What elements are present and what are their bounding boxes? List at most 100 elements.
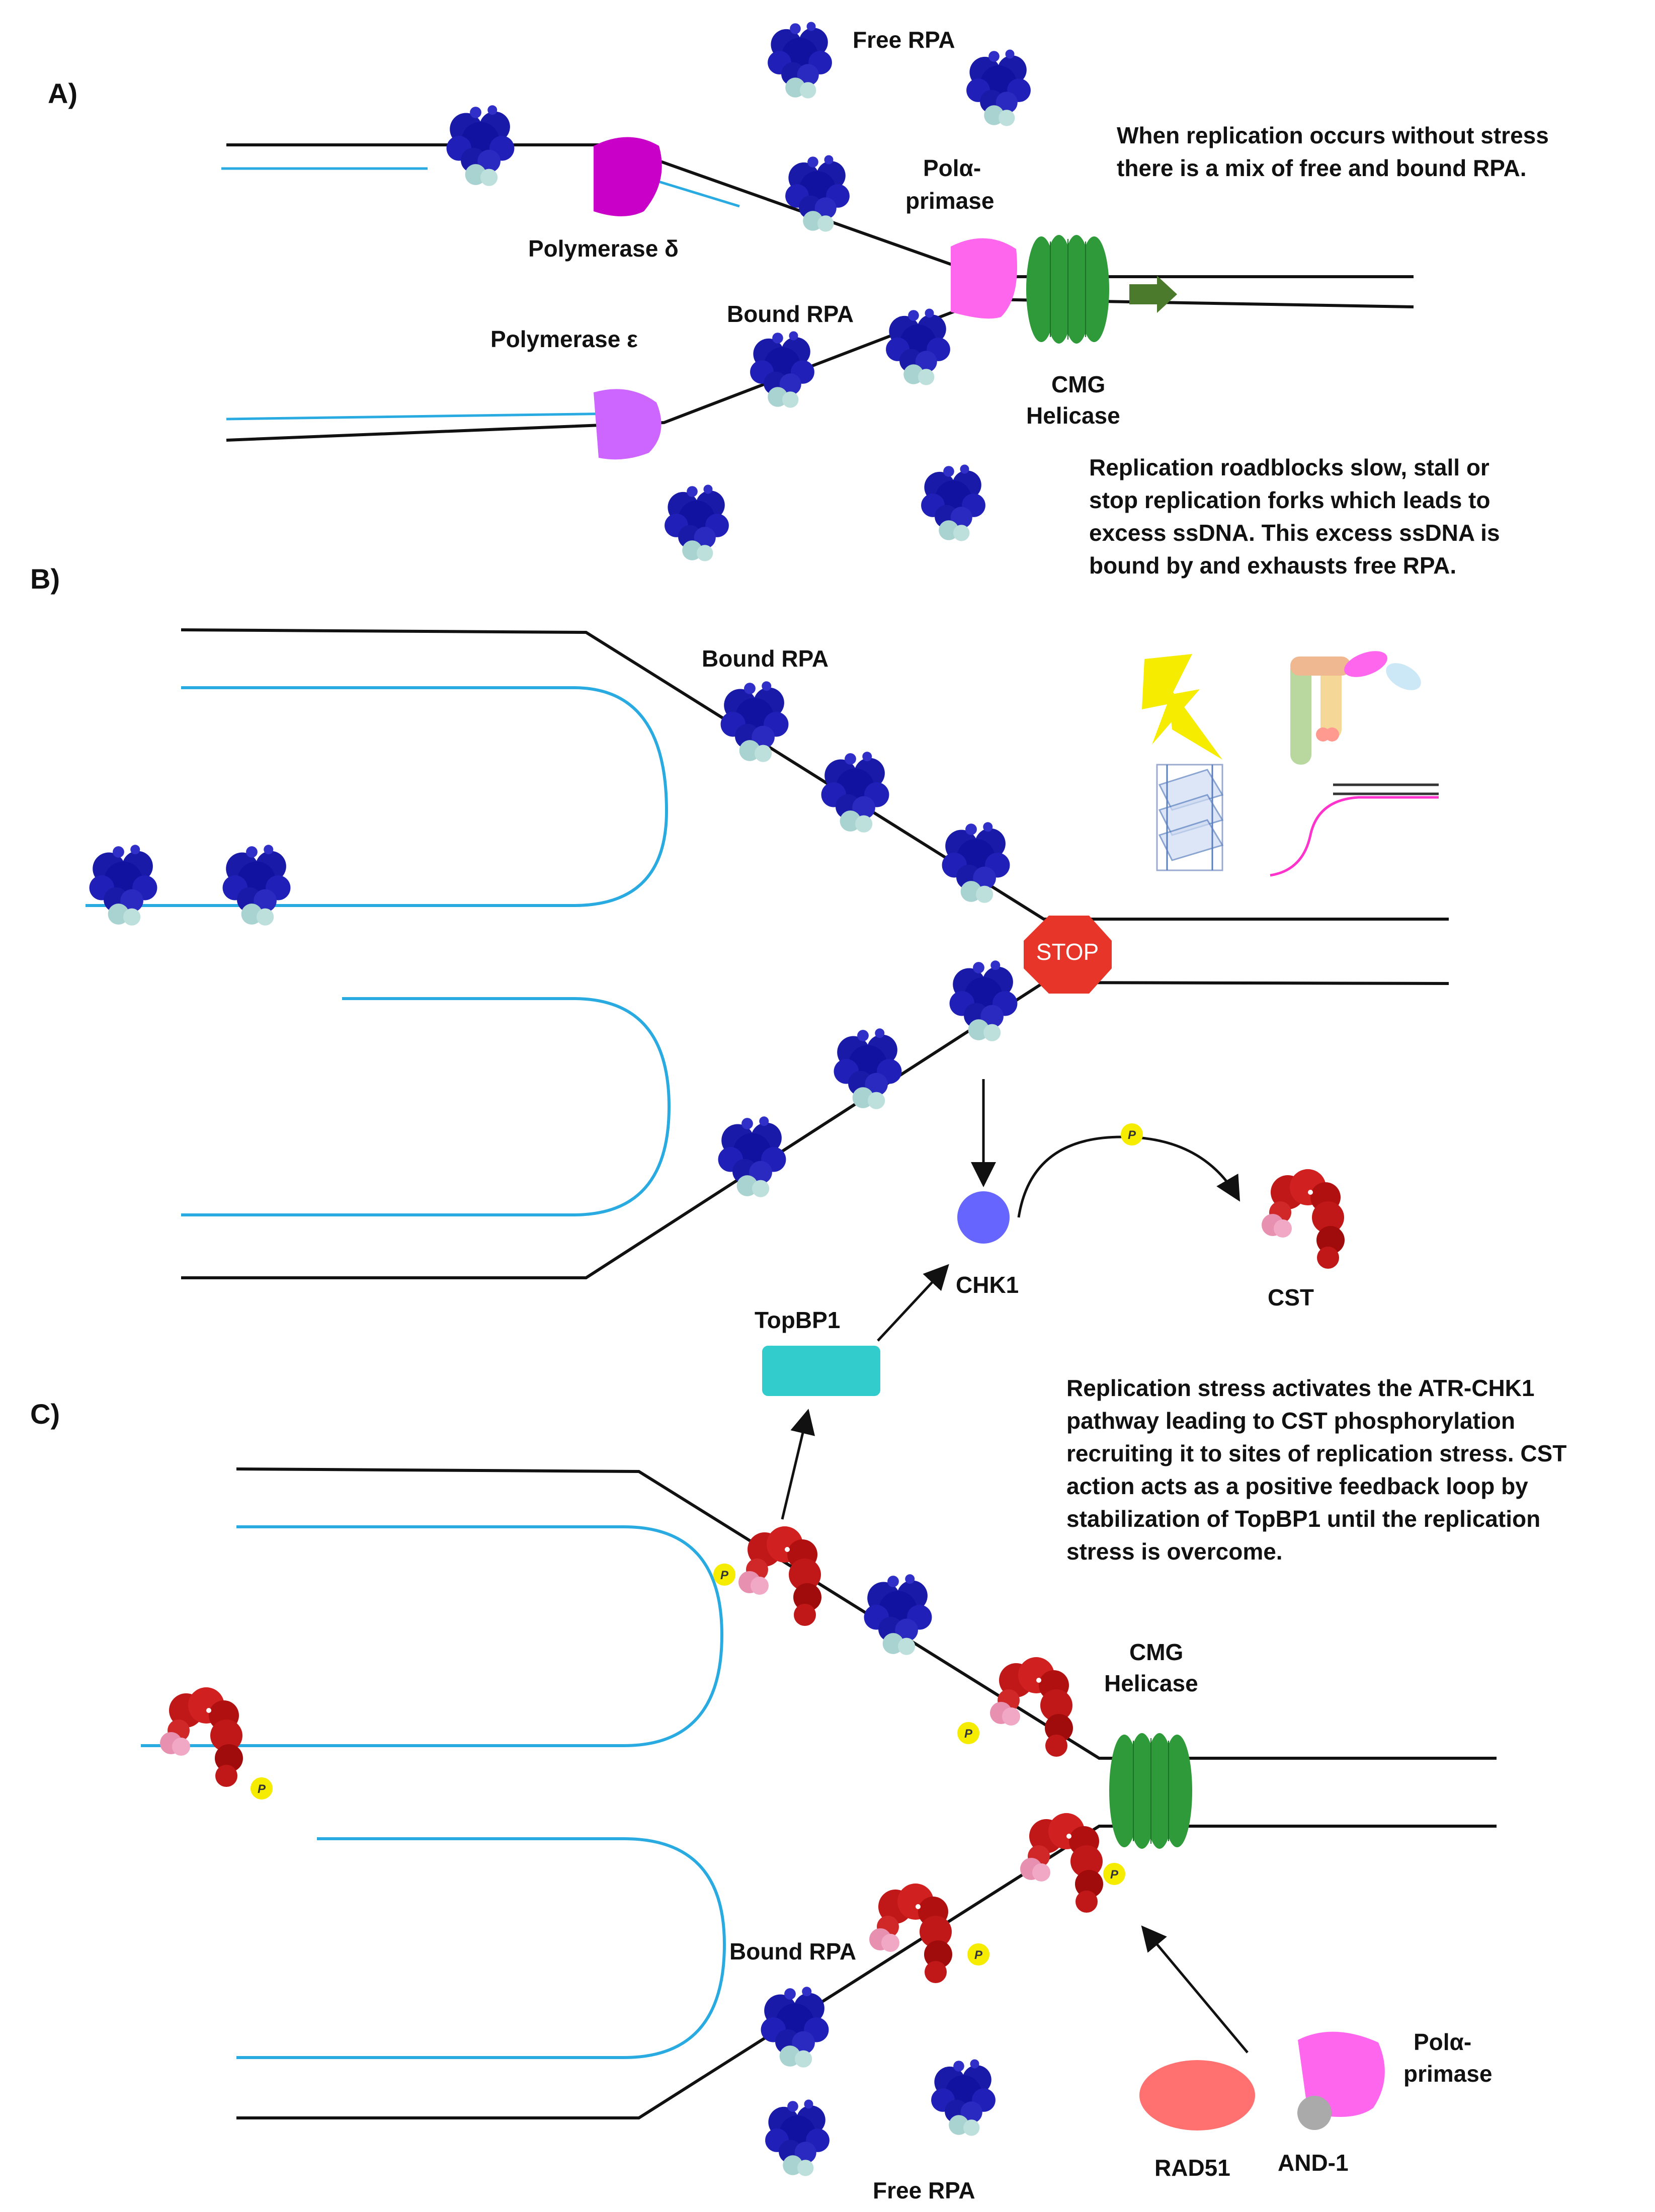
cmg-helicase-shape	[1109, 1733, 1192, 1849]
cst-complex	[1020, 1813, 1103, 1913]
parental-strand-bottom	[236, 1825, 1497, 2119]
phosphorylation-arrow	[1017, 1135, 1240, 1218]
pol-alpha-label-line1: Polα-	[923, 155, 981, 181]
cst-complex	[160, 1687, 243, 1787]
cmg-helicase-label-line1: CMG	[1129, 1639, 1183, 1665]
svg-text:P: P	[1128, 1128, 1136, 1142]
bound-rpa	[222, 845, 291, 926]
polymerase-delta-shape	[594, 137, 662, 216]
g-quadruplex-icon	[1156, 764, 1224, 871]
arrow-factors-to-fork	[1141, 1925, 1249, 2054]
svg-text:P: P	[1110, 1868, 1119, 1881]
nascent-loop-top	[141, 1525, 724, 1747]
panel-a-label: A)	[48, 77, 77, 109]
panel-b-label: B)	[30, 563, 60, 595]
arrow-cst-to-topbp1	[781, 1409, 815, 1520]
rna-dna-hybrid-icon	[1270, 783, 1439, 877]
note-c-line5: stabilization of TopBP1 until the replic…	[1066, 1506, 1540, 1532]
pol-alpha-primase-shape	[1298, 2031, 1385, 2117]
arrow-topbp1-to-chk1	[877, 1264, 949, 1342]
panel-b: B) Bound RPA STOP	[30, 563, 1449, 1396]
bound-rpa	[886, 308, 950, 385]
phosphate-badge: P	[1103, 1863, 1125, 1885]
svg-text:P: P	[720, 1569, 729, 1582]
note-roadblock-line3: excess ssDNA. This excess ssDNA is	[1089, 520, 1500, 546]
and1-shape	[1297, 2096, 1332, 2130]
phosphate-badge: P	[251, 1777, 273, 1799]
note-a-line1: When replication occurs without stress	[1117, 122, 1549, 148]
rad51-label: RAD51	[1154, 2155, 1230, 2181]
bound-rpa	[89, 845, 157, 926]
bound-rpa	[720, 681, 789, 762]
pol-alpha-primase-shape	[951, 238, 1017, 319]
note-c-line1: Replication stress activates the ATR-CHK…	[1066, 1375, 1535, 1401]
free-rpa	[921, 464, 985, 541]
free-rpa	[665, 484, 729, 561]
bound-rpa	[864, 1574, 932, 1655]
cmg-helicase-label-line2: Helicase	[1026, 402, 1120, 429]
note-a-line2: there is a mix of free and bound RPA.	[1117, 155, 1527, 181]
note-c-line3: recruiting it to sites of replication st…	[1066, 1440, 1566, 1466]
phosphate-badge: P	[957, 1722, 979, 1744]
pol-alpha-label-line2: primase	[1403, 2061, 1492, 2087]
panel-c-label: C)	[30, 1398, 60, 1430]
bound-rpa	[750, 331, 814, 408]
svg-text:STOP: STOP	[1036, 939, 1099, 965]
cst-complex	[990, 1657, 1073, 1757]
bound-rpa-label: Bound RPA	[727, 301, 854, 327]
cst-complex	[738, 1526, 821, 1626]
and1-label: AND-1	[1278, 2150, 1349, 2176]
bound-rpa	[821, 752, 889, 833]
note-roadblock-line1: Replication roadblocks slow, stall or	[1089, 454, 1490, 480]
pol-alpha-label-line1: Polα-	[1414, 2029, 1471, 2055]
chk1-shape	[957, 1191, 1010, 1244]
topbp1-label: TopBP1	[755, 1307, 840, 1333]
lightning-icon	[1142, 654, 1222, 760]
protein-complex-icon	[1290, 651, 1421, 765]
bound-rpa	[949, 960, 1018, 1041]
roadblock-note: Replication roadblocks slow, stall or st…	[1089, 454, 1500, 579]
cmg-helicase-shape	[1026, 235, 1109, 344]
panel-a: A) Free RPA Polα-	[48, 22, 1549, 561]
parental-strand-bottom	[226, 297, 1414, 442]
free-rpa	[768, 22, 832, 99]
nascent-loop-top	[86, 686, 669, 907]
polymerase-delta-label: Polymerase δ	[528, 235, 679, 262]
okazaki-primer	[648, 177, 740, 208]
cst-complex	[1262, 1169, 1345, 1269]
polymerase-epsilon-shape	[594, 389, 661, 460]
rad51-shape	[1139, 2060, 1255, 2131]
stop-sign-icon: STOP	[1024, 916, 1112, 994]
svg-text:P: P	[258, 1782, 266, 1796]
nascent-loop-bottom	[236, 1837, 726, 2059]
note-roadblock-line4: bound by and exhausts free RPA.	[1089, 552, 1456, 579]
parental-strand-top	[181, 628, 1449, 921]
phosphate-badge: P	[1121, 1123, 1143, 1145]
free-rpa	[931, 2059, 996, 2136]
svg-text:P: P	[964, 1727, 973, 1741]
chk1-label: CHK1	[956, 1272, 1019, 1298]
cst-label: CST	[1268, 1284, 1314, 1310]
topbp1-shape	[762, 1346, 880, 1396]
free-rpa	[966, 49, 1031, 126]
phosphate-badge: P	[967, 1943, 989, 1965]
polymerase-epsilon-label: Polymerase ε	[490, 326, 638, 352]
free-rpa-label: Free RPA	[873, 2177, 975, 2203]
bound-rpa	[785, 155, 850, 232]
note-c-line2: pathway leading to CST phosphorylation	[1066, 1408, 1515, 1434]
bound-rpa-label: Bound RPA	[702, 645, 829, 672]
note-c-line6: stress is overcome.	[1066, 1538, 1283, 1565]
free-rpa-label: Free RPA	[853, 27, 955, 53]
cst-complex	[869, 1883, 952, 1983]
panel-c: C) Replication stress activates the ATR-…	[30, 1375, 1566, 2203]
free-rpa	[765, 2099, 830, 2176]
note-roadblock-line2: stop replication forks which leads to	[1089, 487, 1490, 513]
bound-rpa-label: Bound RPA	[729, 1938, 856, 1964]
note-c-line4: action acts as a positive feedback loop …	[1066, 1473, 1528, 1499]
pol-alpha-label-line2: primase	[905, 188, 994, 214]
svg-text:P: P	[974, 1948, 983, 1962]
cmg-helicase-label-line2: Helicase	[1104, 1670, 1198, 1696]
phosphate-badge: P	[713, 1564, 735, 1586]
bound-rpa	[446, 105, 515, 186]
leading-nascent-strand	[226, 412, 619, 421]
